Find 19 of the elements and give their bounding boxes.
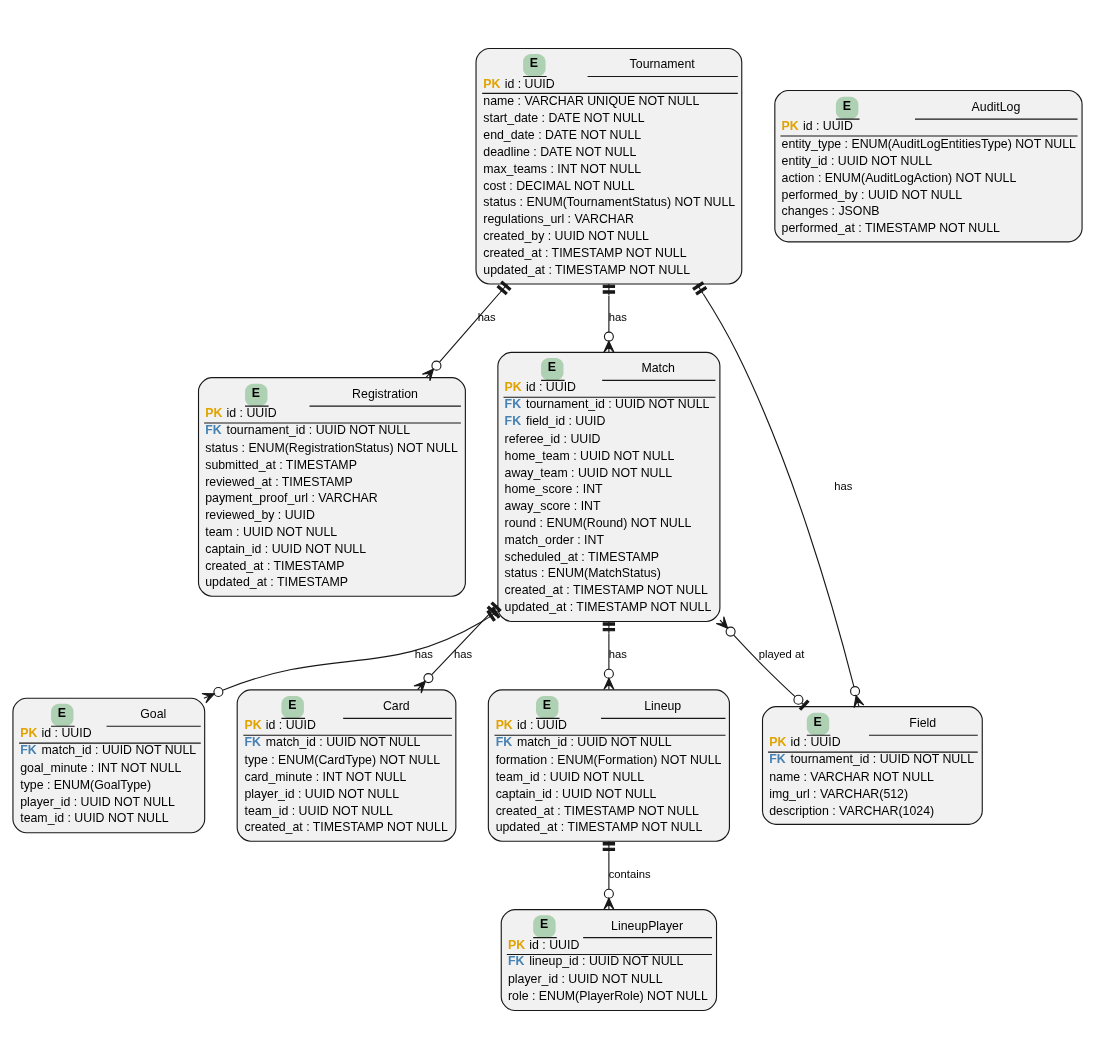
connector bbox=[421, 280, 512, 382]
edge-label: contains bbox=[608, 868, 651, 881]
node-box: E AuditLog PK id : UUID entity_type : ENUM(AuditLogEntitiesType) NOT NULL entity_id : UUID NOT NULL action : ENUM(AuditLogAction) NOT NULL performed_by : UUID NOT NULL changes : JSONB performed_at : TIMESTAMP NOT NULL bbox=[774, 89, 1083, 243]
edge-label: has bbox=[608, 310, 627, 323]
connector bbox=[715, 616, 810, 711]
edge-label: has bbox=[414, 648, 433, 661]
node-box: E Registration PK id : UUID FK tournament_id : UUID NOT NULL status : ENUM(RegistrationStatus) NOT NULL submitted_at : TIMESTAMP reviewed_at : TIMESTAMP payment_proof_url : VARCHAR reviewed_by : UUID team : UUID NOT NULL captain_id : UUID NOT NULL created_at : TIMESTAMP updated_at : TIMESTAMP bbox=[197, 377, 466, 597]
edge-label: played at bbox=[758, 648, 805, 661]
node-box: E Goal PK id : UUID FK match_id : UUID NOT NULL goal_minute : INT NOT NULL type : ENUM(GoalType) player_id : UUID NOT NULL team_id : UUID NOT NULL bbox=[12, 697, 206, 834]
node-box: E Tournament PK id : UUID name : VARCHAR UNIQUE NOT NULL start_date : DATE NOT NULL end_date : DATE NOT NULL deadline : DATE NOT NULL max_teams : INT NOT NULL cost : DECIMAL NOT NULL status : ENUM(TournamentStatus) NOT NULL regulations_url : VARCHAR created_by : UUID NOT NULL created_at : TIMESTAMP NOT NULL updated_at : TIMESTAMP NOT NULL bbox=[475, 47, 743, 285]
edge-label: has bbox=[834, 479, 853, 492]
node-box: E Match PK id : UUID FK tournament_id : UUID NOT NULL FK field_id : UUID referee_id : UUID home_team : UUID NOT NULL away_team : UUID NOT NULL home_score : INT away_score : INT round : ENUM(Round) NOT NULL match_order : INT scheduled_at : TIMESTAMP status : ENUM(MatchStatus) created_at : TIMESTAMP NOT NULL updated_at : TIMESTAMP NOT NULL bbox=[497, 351, 721, 622]
node-box: E LineupPlayer PK id : UUID FK lineup_id : UUID NOT NULL player_id : UUID NOT NULL role : ENUM(PlayerRole) NOT NULL bbox=[500, 909, 718, 1012]
edge-label: has bbox=[608, 648, 627, 661]
node-box: E Field PK id : UUID FK tournament_id : UUID NOT NULL name : VARCHAR NOT NULL img_url : VARCHAR(512) description : VARCHAR(1024) bbox=[761, 706, 983, 825]
connector bbox=[692, 281, 865, 709]
edge-label: has bbox=[477, 310, 496, 323]
node-box: E Card PK id : UUID FK match_id : UUID NOT NULL type : ENUM(CardType) NOT NULL card_minute : INT NOT NULL player_id : UUID NOT NULL team_id : UUID NOT NULL created_at : TIMESTAMP NOT NULL bbox=[236, 689, 457, 842]
edge-label: has bbox=[454, 648, 473, 661]
